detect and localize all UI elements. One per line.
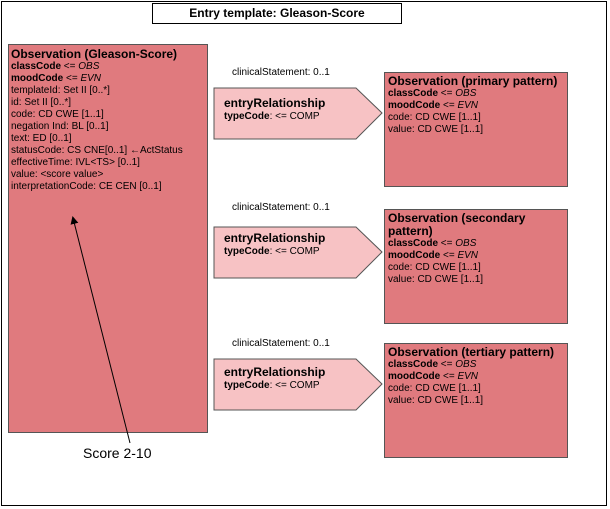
entry-relationship-label: entryRelationship typeCode: <= COMP	[224, 231, 326, 257]
main-attr: negation Ind: BL [0..1]	[11, 121, 109, 132]
entry-relationship-connector	[213, 226, 383, 279]
main-observation-title: Observation (Gleason-Score)	[11, 47, 178, 61]
main-attr: text: ED [0..1]	[11, 133, 72, 144]
entry-relationship-connector	[213, 87, 383, 140]
entry-relationship-label: entryRelationship typeCode: <= COMP	[224, 96, 326, 122]
main-attr: interpretationCode: CE CEN [0..1]	[11, 181, 162, 192]
main-attr: code: CD CWE [1..1]	[11, 109, 104, 120]
main-observation-box: Observation (Gleason-Score) classCode <=…	[8, 44, 208, 433]
entry-relationship-connector	[213, 358, 383, 411]
score-annotation: Score 2-10	[83, 445, 152, 461]
main-mood-code: moodCode <= EVN	[11, 73, 102, 84]
main-class-code: classCode <= OBS	[11, 61, 100, 72]
main-attr: statusCode: CS CNE[0..1] ←ActStatus	[11, 145, 183, 156]
main-attr: effectiveTime: IVL<TS> [0..1]	[11, 157, 140, 168]
tertiary-pattern-box: Observation (tertiary pattern) classCode…	[384, 343, 568, 458]
entry-relationship-label: entryRelationship typeCode: <= COMP	[224, 365, 326, 391]
main-attr: id: Set II [0..*]	[11, 97, 72, 108]
secondary-pattern-box: Observation (secondary pattern) classCod…	[384, 209, 568, 324]
diagram-title: Entry template: Gleason-Score	[152, 3, 402, 24]
clinical-statement-label: clinicalStatement: 0..1	[232, 202, 330, 213]
main-attr: value: <score value>	[11, 169, 104, 180]
primary-pattern-box: Observation (primary pattern) classCode …	[384, 72, 568, 187]
main-attr: templateId: Set II [0..*]	[11, 85, 110, 96]
clinical-statement-label: clinicalStatement: 0..1	[232, 67, 330, 78]
clinical-statement-label: clinicalStatement: 0..1	[232, 338, 330, 349]
